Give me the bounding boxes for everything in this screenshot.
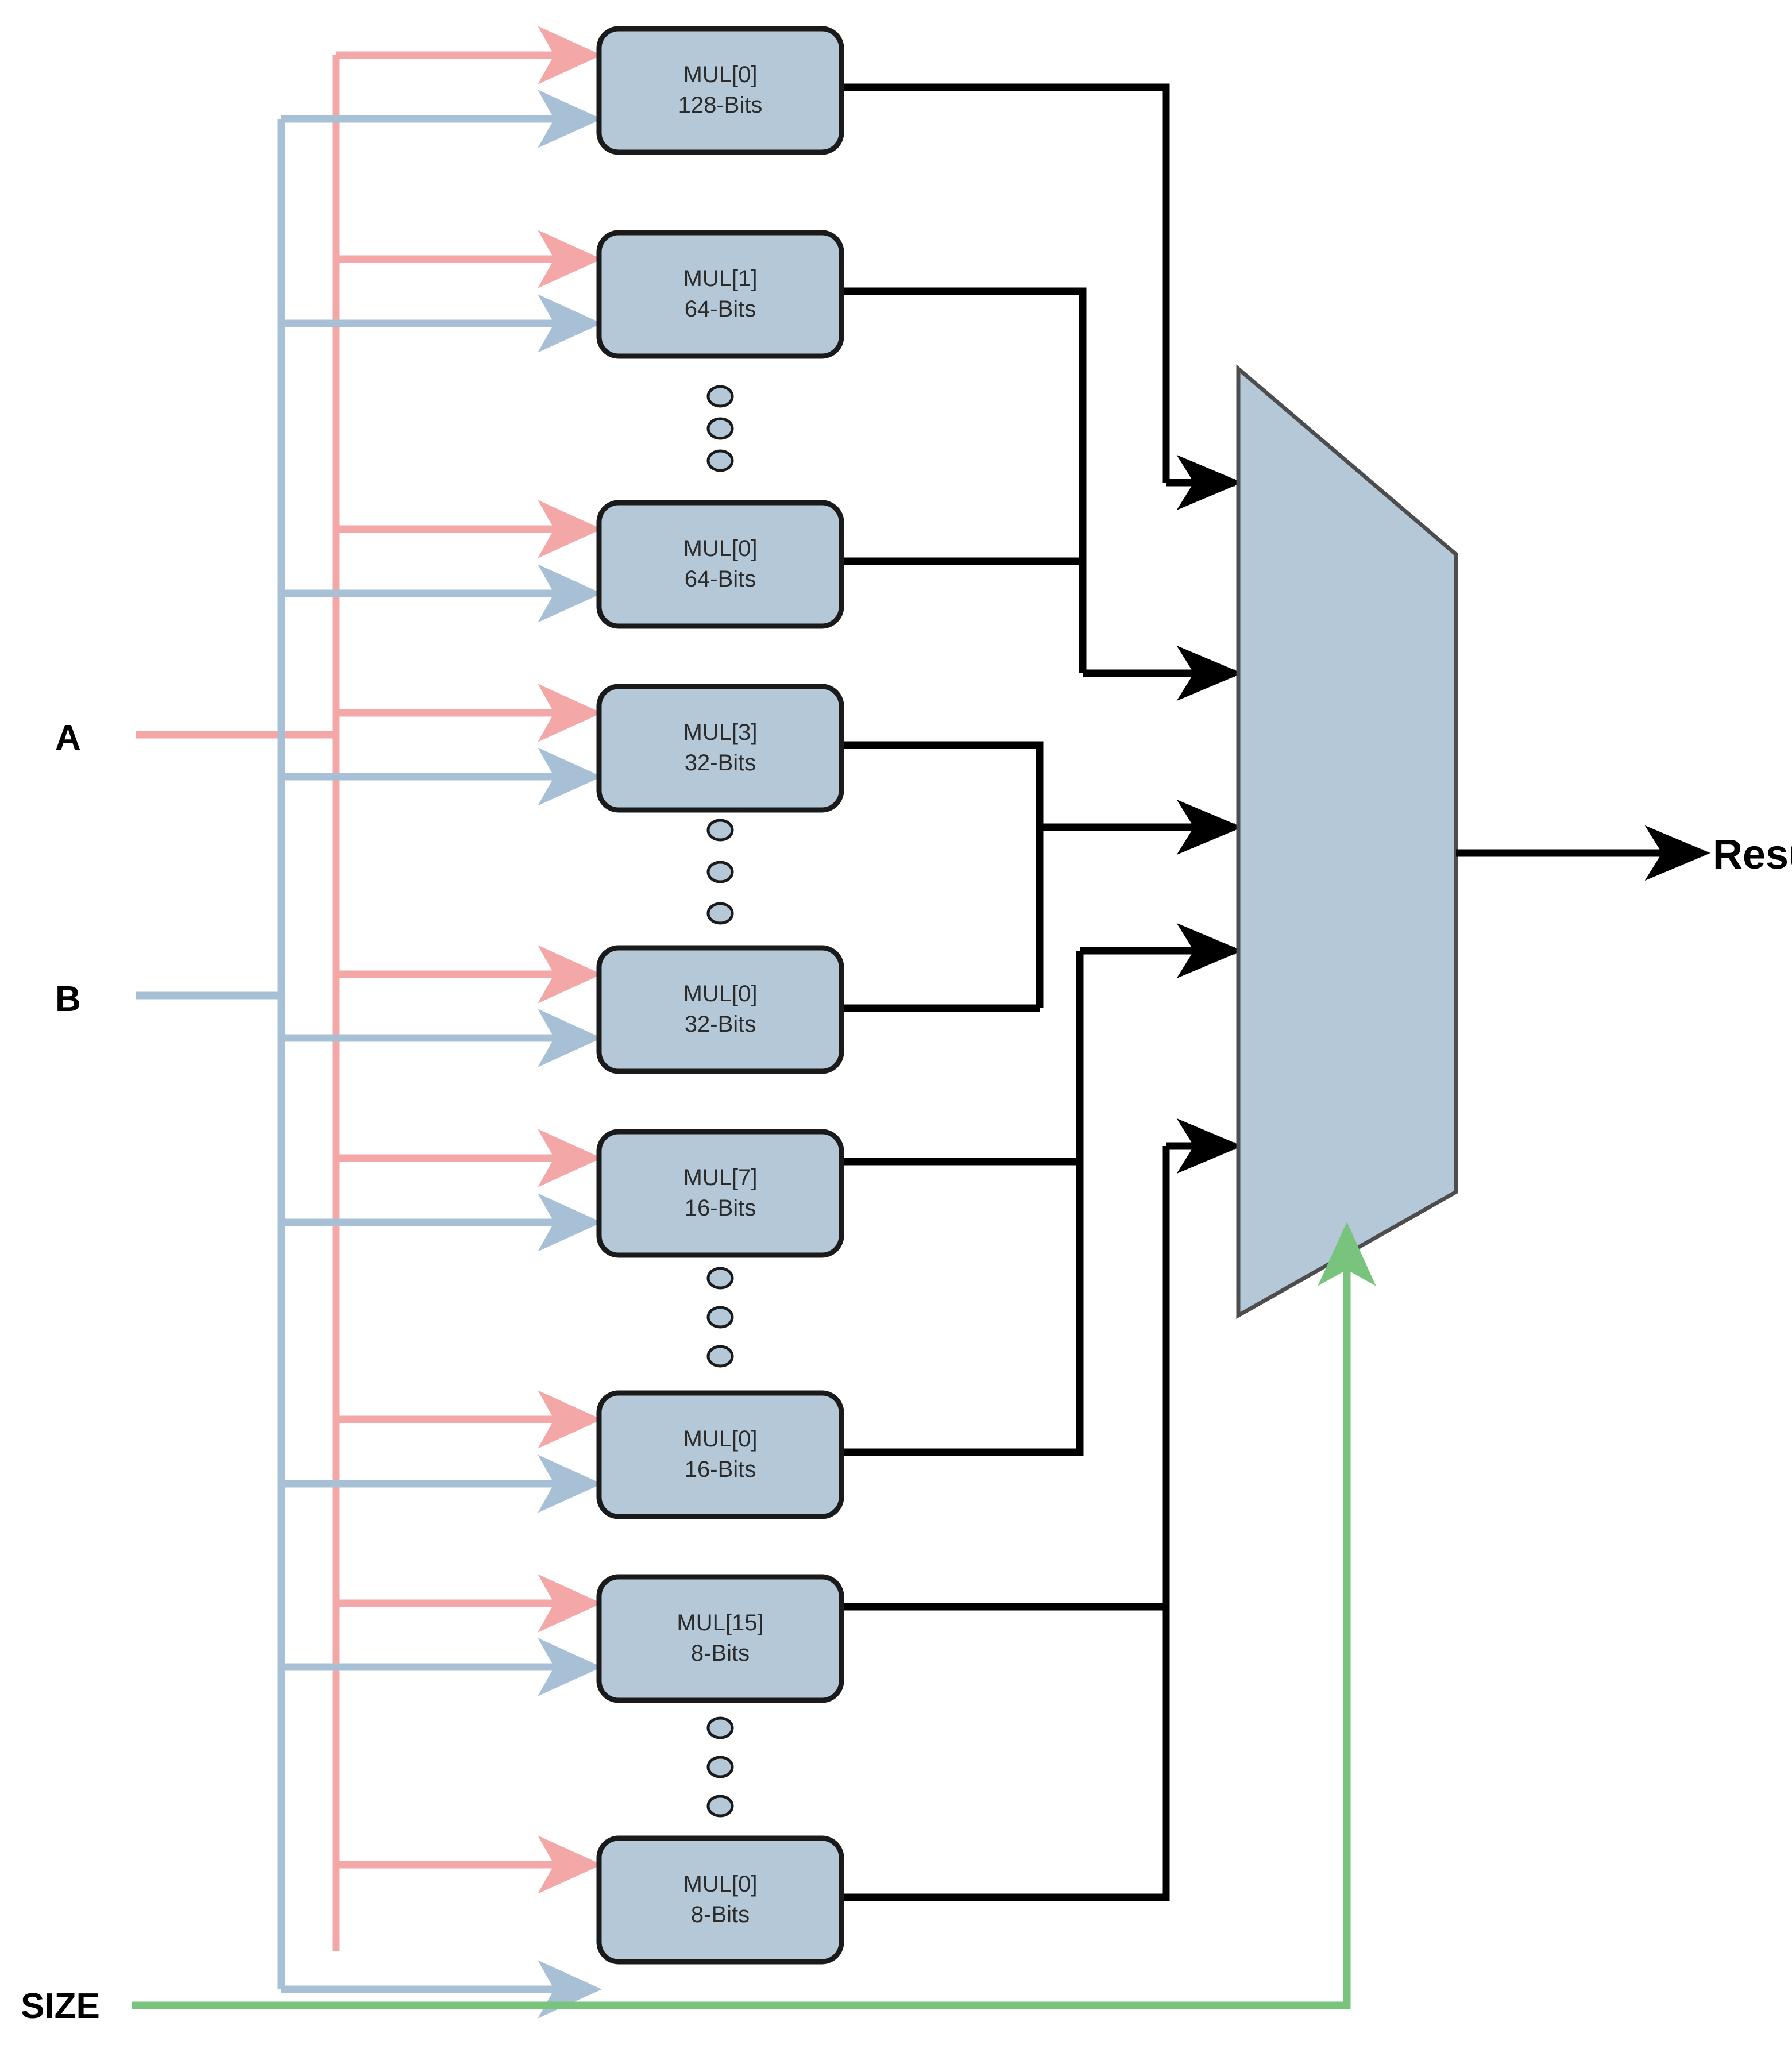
mul-block-bits: 32-Bits: [685, 1012, 756, 1037]
mul-block[interactable]: MUL[0] 32-Bits: [596, 945, 844, 1074]
operand-b-label: B: [55, 979, 81, 1019]
mul-block-bits: 128-Bits: [678, 92, 763, 118]
ellipsis-dot: [706, 1795, 734, 1818]
mul-block[interactable]: MUL[7] 16-Bits: [596, 1129, 844, 1258]
ellipsis-dot: [706, 385, 734, 408]
mul-block[interactable]: MUL[0] 64-Bits: [596, 500, 844, 629]
ellipsis-dot: [706, 819, 734, 842]
mul-block-bits: 16-Bits: [685, 1195, 756, 1221]
mul-block-name: MUL[0]: [683, 1872, 758, 1897]
mul-block[interactable]: MUL[3] 32-Bits: [596, 684, 844, 813]
mul-block[interactable]: MUL[15] 8-Bits: [596, 1574, 844, 1703]
ellipsis-dot: [706, 1716, 734, 1739]
operand-b-bus: [136, 119, 285, 1989]
mul-block-bits: 32-Bits: [685, 750, 756, 776]
output-multiplexer[interactable]: [1236, 364, 1458, 1319]
mul-block-bits: 64-Bits: [685, 296, 756, 322]
mul-block-bits: 8-Bits: [691, 1902, 750, 1927]
ellipsis-dot: [706, 449, 734, 472]
operand-b-branches: [281, 90, 603, 2019]
mul-block-name: MUL[0]: [683, 981, 758, 1006]
ellipsis-dot: [706, 1756, 734, 1778]
result-label: Result: [1713, 832, 1792, 878]
mul-block[interactable]: MUL[0] 16-Bits: [596, 1390, 844, 1519]
ellipsis-dots: [706, 1716, 734, 1818]
operand-a-bus: [136, 55, 340, 1951]
mul-block-name: MUL[0]: [683, 62, 758, 87]
ellipsis-dot: [706, 902, 734, 925]
ellipsis-dots: [706, 819, 734, 925]
mul-block-bits: 64-Bits: [685, 566, 756, 592]
mul-output-wires: [841, 83, 1170, 1901]
mul-block-name: MUL[1]: [683, 266, 758, 291]
ellipsis-dot: [706, 1267, 734, 1290]
size-signal-wire: [132, 1221, 1376, 2009]
mul-block-name: MUL[7]: [683, 1165, 758, 1190]
mul-block[interactable]: MUL[0] 128-Bits: [596, 26, 844, 155]
operand-a-branches: [336, 26, 603, 1894]
mux-input-arrows: [1040, 454, 1242, 1174]
ellipsis-dot: [706, 1345, 734, 1368]
ellipsis-dot: [706, 861, 734, 883]
wire-64-top: [841, 287, 1087, 673]
mul-block-name: MUL[0]: [683, 536, 758, 561]
wire-128-trunk: [841, 83, 1170, 483]
mul-block-bits: 8-Bits: [691, 1641, 750, 1666]
ellipsis-dots: [706, 1267, 734, 1368]
operand-a-label: A: [55, 718, 81, 758]
mul-block[interactable]: MUL[1] 64-Bits: [596, 230, 844, 359]
ellipsis-dots: [706, 385, 734, 472]
ellipsis-dot: [706, 1306, 734, 1329]
mul-block[interactable]: MUL[0] 8-Bits: [596, 1835, 844, 1965]
mul-block-name: MUL[3]: [683, 720, 758, 745]
mul-block-name: MUL[15]: [677, 1610, 763, 1635]
wire-16-bot: [841, 951, 1084, 1456]
wire-32-top: [841, 741, 1044, 1008]
wire-8-bot: [841, 1146, 1170, 1901]
mul-block-bits: 16-Bits: [685, 1457, 756, 1482]
mul-block-name: MUL[0]: [683, 1426, 758, 1452]
ellipsis-dot: [706, 417, 734, 440]
size-label: SIZE: [21, 1986, 100, 2026]
